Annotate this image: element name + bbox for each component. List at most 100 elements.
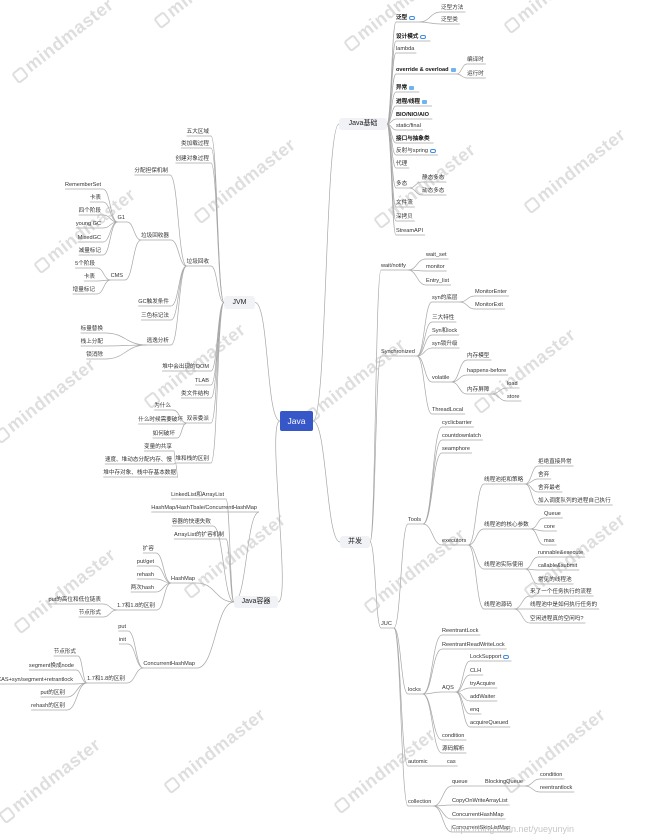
node-kb2[interactable]: 卡表 bbox=[84, 274, 95, 281]
node-sxc[interactable]: 锁消除 bbox=[86, 352, 103, 359]
node-zlbj[interactable]: 增量标记 bbox=[73, 287, 95, 294]
node-put[interactable]: put bbox=[118, 624, 126, 631]
node-tyfx[interactable]: 逃逸分析 bbox=[147, 338, 169, 345]
node-ygc[interactable]: young GC bbox=[76, 221, 101, 228]
node-hb[interactable]: happens-before bbox=[467, 368, 506, 375]
node-ov[interactable]: override & overload bbox=[396, 67, 456, 74]
node-re[interactable]: runnable&execute bbox=[538, 550, 583, 557]
node-lgrw[interactable]: 来了一个任务执行的流程 bbox=[530, 589, 592, 596]
node-cjxc[interactable]: 常见的线程池 bbox=[538, 577, 572, 584]
node-gctj[interactable]: GC触发条件 bbox=[138, 299, 169, 306]
node-psm[interactable]: 什么时候需要破坏 bbox=[138, 417, 183, 424]
link-icon[interactable] bbox=[420, 34, 427, 39]
node-ws[interactable]: wait_set bbox=[426, 252, 447, 259]
node-el[interactable]: Entry_list bbox=[426, 278, 449, 285]
node-queue[interactable]: Queue bbox=[544, 511, 561, 518]
node-kr[interactable]: 扩容 bbox=[143, 546, 154, 553]
node-dt[interactable]: 多态 bbox=[396, 181, 407, 188]
node-sjms[interactable]: 设计模式 bbox=[396, 34, 427, 41]
branch-jb[interactable]: Java基础 bbox=[339, 118, 387, 130]
node-init[interactable]: init bbox=[119, 637, 126, 644]
node-sqzl[interactable]: 舍弃最老 bbox=[538, 485, 560, 492]
node-seg[interactable]: segment换成node bbox=[29, 663, 74, 670]
node-rwl[interactable]: ReentrantReadWriteLock bbox=[442, 642, 505, 649]
node-yc[interactable]: 异常 bbox=[396, 85, 415, 92]
node-cjdx[interactable]: 创建对象过程 bbox=[175, 156, 209, 163]
node-hm[interactable]: HashMap bbox=[171, 576, 195, 583]
node-dzom[interactable]: 堆中会出现的OOM bbox=[162, 364, 209, 371]
node-jtdt[interactable]: 静态多态 bbox=[422, 175, 444, 182]
node-cowal[interactable]: CopyOnWriteArrayList bbox=[452, 798, 508, 805]
node-dtdt[interactable]: 动态多态 bbox=[422, 188, 444, 195]
node-jdxs[interactable]: 节点形式 bbox=[79, 610, 101, 617]
node-yxs[interactable]: 运行时 bbox=[467, 71, 484, 78]
node-tl[interactable]: ThreadLocal bbox=[432, 407, 463, 414]
node-ll[interactable]: LinkedList和ArrayList bbox=[171, 492, 224, 499]
node-sgjd[interactable]: 四个阶段 bbox=[79, 208, 101, 215]
node-ncmx[interactable]: 内存模型 bbox=[467, 353, 489, 360]
node-tools[interactable]: Tools bbox=[408, 517, 421, 524]
node-cb[interactable]: cyclicbarrier bbox=[442, 420, 472, 427]
node-byq[interactable]: 编译时 bbox=[467, 57, 484, 64]
node-wsm[interactable]: 为什么 bbox=[154, 403, 171, 410]
node-xccl[interactable]: 线程池拒和策略 bbox=[484, 477, 523, 484]
node-core[interactable]: core bbox=[544, 524, 555, 531]
link-icon[interactable] bbox=[430, 148, 437, 153]
node-clh[interactable]: CLH bbox=[470, 668, 481, 675]
node-tfs[interactable]: 速度、堆动态分配内存、慢 bbox=[105, 457, 172, 464]
node-cond[interactable]: condition bbox=[442, 733, 464, 740]
node-jdxs2[interactable]: 节点形式 bbox=[54, 649, 76, 656]
node-cms[interactable]: CMS bbox=[111, 273, 123, 280]
note-icon[interactable] bbox=[409, 85, 415, 90]
node-sdtx[interactable]: 三大特性 bbox=[432, 315, 454, 322]
node-fpdp[interactable]: 分配担保机制 bbox=[134, 168, 168, 175]
node-enq[interactable]: enq bbox=[470, 707, 479, 714]
node-mon[interactable]: monitor bbox=[426, 264, 445, 271]
node-jrxc[interactable]: 加入调度队列的进程自己执行 bbox=[538, 498, 611, 505]
node-rehq[interactable]: rehash的区别 bbox=[31, 703, 65, 710]
node-bio[interactable]: BIO/NIO/AIO bbox=[396, 112, 429, 119]
node-rh[interactable]: rehash bbox=[137, 572, 154, 579]
node-ta[interactable]: tryAcquire bbox=[470, 681, 495, 688]
node-load[interactable]: load bbox=[507, 381, 518, 388]
node-178[interactable]: 1.7和1.8的区别 bbox=[117, 603, 155, 610]
node-bqc[interactable]: condition bbox=[540, 772, 562, 779]
node-rl[interactable]: ReentrantLock bbox=[442, 628, 478, 635]
note-icon[interactable] bbox=[450, 67, 456, 72]
node-wjl[interactable]: 文件流 bbox=[396, 200, 413, 207]
node-yjjx[interactable]: 源码解析 bbox=[442, 746, 464, 753]
node-bqr[interactable]: reentrantlock bbox=[540, 785, 572, 792]
node-xcym[interactable]: 线程池源码 bbox=[484, 602, 512, 609]
node-dl[interactable]: 代理 bbox=[396, 161, 407, 168]
node-atomic[interactable]: automic bbox=[408, 759, 428, 766]
branch-jr[interactable]: Java容器 bbox=[234, 596, 278, 608]
node-queue2[interactable]: queue bbox=[452, 779, 468, 786]
node-jk[interactable]: 接口与抽象类 bbox=[396, 136, 430, 143]
node-lch[interactable]: 两次hash bbox=[131, 585, 154, 592]
node-fs[interactable]: 反射与spring bbox=[396, 148, 437, 155]
node-alkr[interactable]: ArrayList的扩容机制 bbox=[174, 532, 224, 539]
node-ljz[interactable]: 类加载过程 bbox=[181, 141, 209, 148]
node-syndc[interactable]: syn的底层 bbox=[432, 295, 458, 302]
node-vol[interactable]: volatile bbox=[432, 375, 449, 382]
node-xchx[interactable]: 线程池的核心参数 bbox=[484, 522, 529, 529]
node-ncpz[interactable]: 内存屏障 bbox=[467, 387, 489, 394]
node-wwqy[interactable]: 五大区域 bbox=[187, 129, 209, 136]
node-me[interactable]: MonitorEnter bbox=[475, 289, 507, 296]
node-juc[interactable]: JUC bbox=[381, 621, 392, 628]
node-casa[interactable]: cas bbox=[447, 759, 456, 766]
node-lambda[interactable]: lambda bbox=[396, 46, 414, 53]
node-rs[interactable]: RememberSet bbox=[65, 182, 101, 189]
node-mx[interactable]: MonitorExit bbox=[475, 302, 503, 309]
node-ssbj[interactable]: 三色标记法 bbox=[141, 313, 169, 320]
node-sem[interactable]: seamphore bbox=[442, 446, 470, 453]
node-exe[interactable]: executors bbox=[442, 538, 466, 545]
node-mgc[interactable]: MixedGC bbox=[78, 235, 101, 242]
node-fxff[interactable]: 泛型方法 bbox=[441, 5, 463, 12]
node-dzdx[interactable]: 堆中存对象、栈中存基本数据 bbox=[103, 470, 176, 477]
node-aw[interactable]: addWaiter bbox=[470, 694, 495, 701]
node-xczx[interactable]: 线程池中是如何执行任务的 bbox=[530, 602, 597, 609]
node-stream[interactable]: StreamAPI bbox=[396, 228, 423, 235]
node-ljhs[interactable]: 垃圾回收 bbox=[187, 259, 209, 266]
node-jc[interactable]: 进程/线程 bbox=[396, 99, 427, 106]
